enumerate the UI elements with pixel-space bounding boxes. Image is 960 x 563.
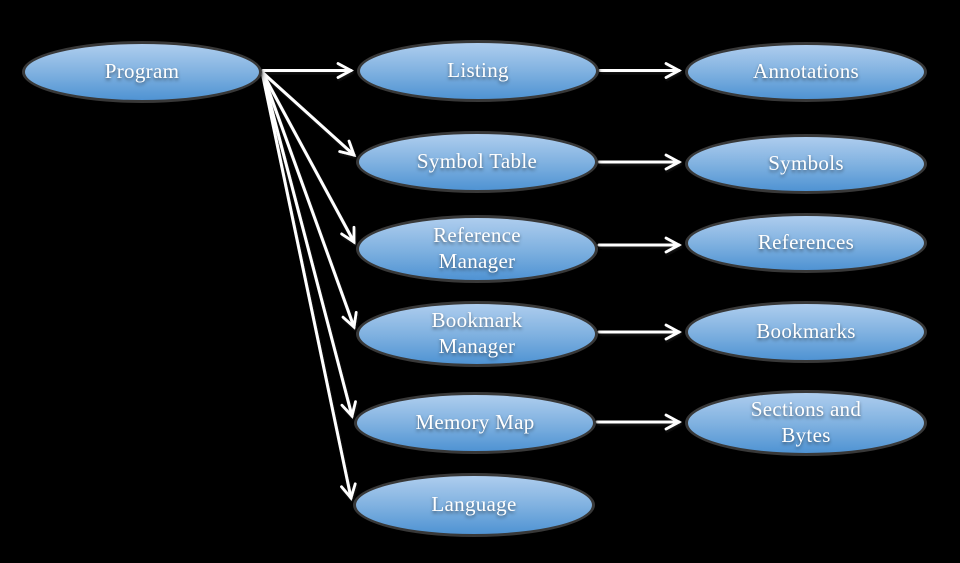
node-label: Symbol Table [416,149,538,174]
arrow-program-to-memory-map [260,70,357,419]
node-label: References [757,230,855,255]
node-program: Program [22,41,262,103]
node-label: Symbols [768,151,844,176]
node-label: Memory Map [415,410,535,435]
node-bookmarks: Bookmarks [685,301,927,363]
node-bookmark-manager: Bookmark Manager [356,301,598,367]
node-annotations: Annotations [685,42,927,102]
node-symbol-table: Symbol Table [356,131,598,193]
node-language: Language [353,473,595,537]
node-reference-manager: Reference Manager [356,215,598,283]
node-sections-bytes: Sections and Bytes [685,390,927,456]
arrow-program-to-bookmark-manager [260,70,358,330]
arrow-program-to-symbol-table [260,70,357,157]
node-label: Reference Manager [433,223,521,273]
node-label: Bookmark Manager [431,308,523,358]
node-label: Language [431,492,517,517]
node-label: Annotations [753,59,859,84]
node-memory-map: Memory Map [354,392,596,454]
node-label: Bookmarks [756,319,856,344]
node-label: Program [104,59,180,84]
node-references: References [685,213,927,273]
node-label: Listing [447,58,509,83]
arrow-program-to-reference-manager [260,70,356,245]
node-label: Sections and Bytes [750,397,862,447]
node-symbols: Symbols [685,134,927,194]
node-listing: Listing [357,40,599,102]
arrow-program-to-language [260,70,357,501]
